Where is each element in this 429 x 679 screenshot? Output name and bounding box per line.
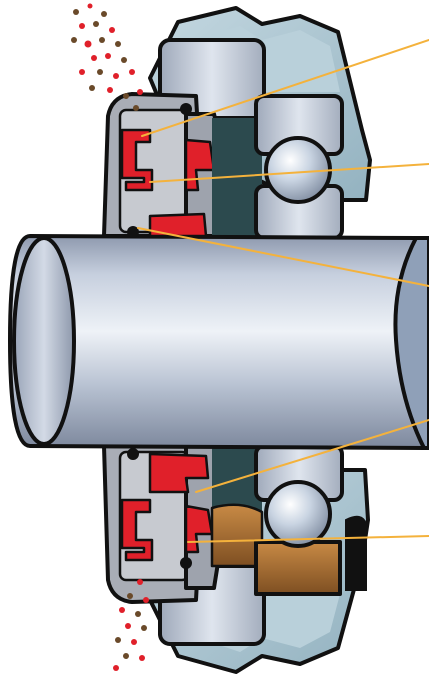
rotor-red-lip-top bbox=[184, 138, 216, 192]
housing-seal-black bbox=[345, 515, 367, 591]
labyrinth-red-profile-bottom bbox=[120, 498, 154, 562]
callout-leader-red-inner-lip bbox=[195, 419, 429, 493]
shaft-right-break bbox=[393, 236, 429, 450]
inner-red-lip-lower bbox=[148, 452, 210, 494]
grease-fill-right bbox=[254, 540, 342, 596]
dirt-particles-bottom bbox=[113, 579, 149, 671]
o-ring-lower-outer bbox=[180, 557, 192, 569]
bearing-ball-bottom bbox=[264, 480, 332, 548]
callout-leader-labyrinth bbox=[141, 39, 429, 137]
o-ring-shaft-top bbox=[127, 226, 139, 238]
rotor-red-lip-bottom bbox=[184, 504, 214, 554]
labyrinth-red-profile-top bbox=[120, 128, 154, 192]
o-ring-upper-outer bbox=[180, 103, 192, 115]
inner-red-lip-upper bbox=[148, 212, 208, 238]
callout-leader-red-seal-lip bbox=[149, 163, 429, 183]
callout-leader-rotor-grey bbox=[187, 535, 429, 543]
dirt-particles-top bbox=[71, 3, 143, 111]
shaft-end-face bbox=[12, 236, 76, 446]
bearing-ball-top bbox=[264, 136, 332, 204]
callout-leaders bbox=[137, 39, 429, 543]
o-ring-shaft-bottom bbox=[127, 448, 139, 460]
callout-leader-o-ring-shaft bbox=[137, 227, 429, 287]
